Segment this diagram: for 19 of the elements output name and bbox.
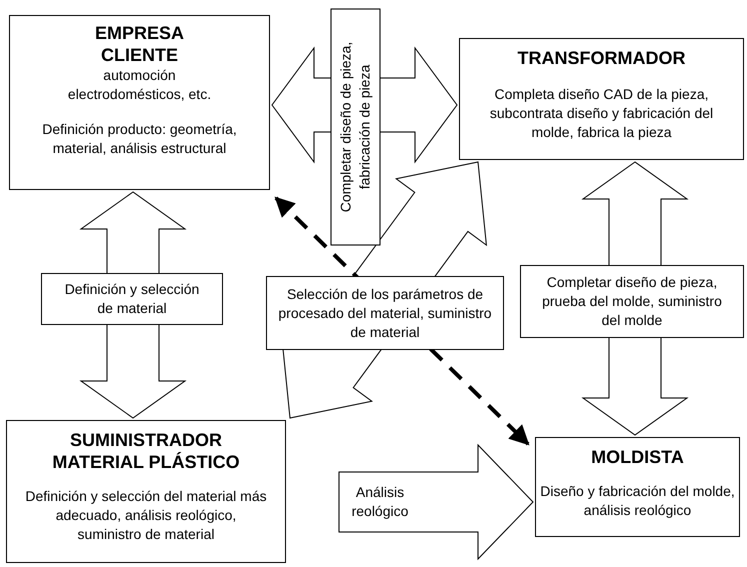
- label-box: Definición y selección de material: [41, 273, 223, 325]
- actor-description: automoción electrodomésticos, etc.: [66, 66, 212, 104]
- label-box: Completar diseño de pieza, fabricación de pieza: [330, 8, 380, 246]
- actor-description: Completa diseño CAD de la pieza, subcontrata diseño y fabricación del molde, fabrica la pieza: [488, 85, 714, 142]
- actor-title: EMPRESA CLIENTE: [94, 22, 185, 66]
- block-arrow: [338, 444, 534, 560]
- actor-description: Definición y selección del material más adecuado, análisis reológico, suministro de material: [24, 487, 268, 544]
- actor-box: [459, 38, 744, 160]
- actor-box: [6, 420, 286, 563]
- actor-box: [9, 15, 270, 190]
- actor-title: SUMINISTRADOR MATERIAL PLÁSTICO: [51, 429, 241, 473]
- edge-label: Análisis reológico: [350, 483, 410, 521]
- actor-description: Diseño y fabricación del molde, análisis reológico: [539, 482, 736, 520]
- actor-box: [535, 437, 740, 537]
- label-box: Completar diseño de pieza, prueba del molde, suministro del molde: [520, 264, 744, 338]
- label-box: Selección de los parámetros de procesado del material, suministro de material: [266, 276, 504, 350]
- actor-title: MOLDISTA: [590, 446, 685, 468]
- actor-description: Definición producto: geometría, material, análisis estructural: [41, 120, 238, 158]
- actor-title: TRANSFORMADOR: [516, 47, 686, 69]
